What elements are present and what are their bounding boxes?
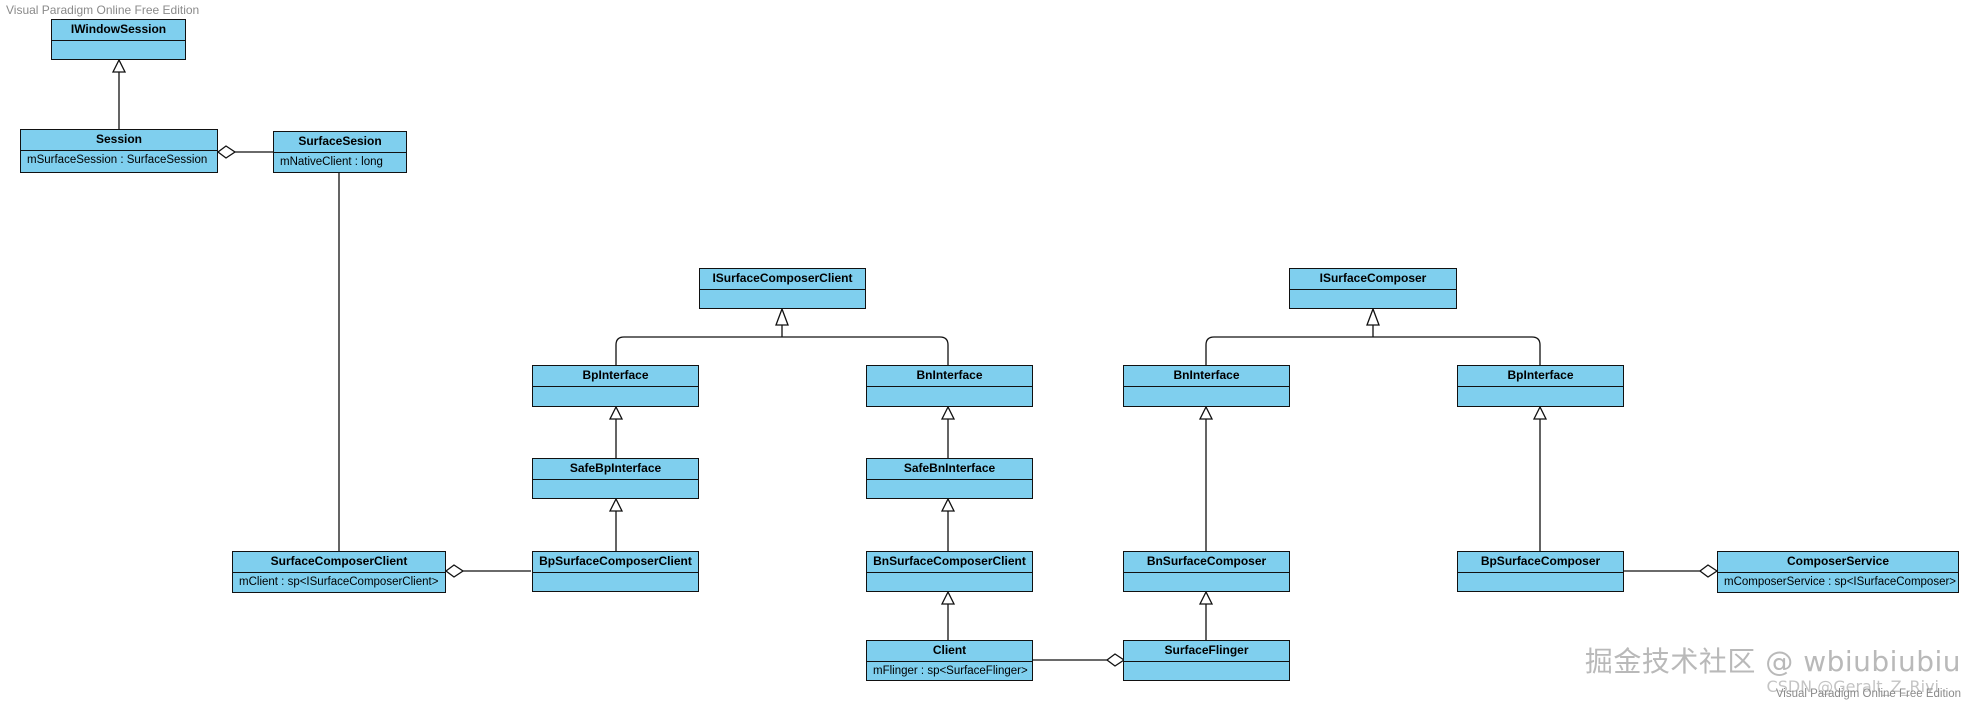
- class-bpinterface-left[interactable]: BpInterface: [532, 365, 699, 407]
- class-bpsurfacecomposer[interactable]: BpSurfaceComposer: [1457, 551, 1624, 592]
- arrowhead-bpinterface-right: [1532, 405, 1548, 420]
- edge-branch-right-1: [1205, 336, 1541, 365]
- class-session[interactable]: Session mSurfaceSession : SurfaceSession: [20, 129, 218, 173]
- class-attributes: [533, 387, 698, 406]
- class-surfacesesion[interactable]: SurfaceSesion mNativeClient : long: [273, 131, 407, 173]
- class-bnsurfacecomposerclient[interactable]: BnSurfaceComposerClient: [866, 551, 1033, 592]
- class-name: SurfaceSesion: [274, 132, 406, 153]
- class-attributes: [52, 41, 185, 60]
- arrowhead-bpinterface-left: [608, 405, 624, 420]
- class-attribute: mNativeClient : long: [280, 156, 383, 168]
- class-attributes: [1124, 387, 1289, 406]
- class-isurfacecomposerclient[interactable]: ISurfaceComposerClient: [699, 268, 866, 309]
- class-name: BnSurfaceComposerClient: [867, 552, 1032, 573]
- class-name: IWindowSession: [52, 20, 185, 41]
- class-bpsurfacecomposerclient[interactable]: BpSurfaceComposerClient: [532, 551, 699, 592]
- class-name: BpSurfaceComposer: [1458, 552, 1623, 573]
- class-attributes: [1124, 573, 1289, 592]
- class-name: ComposerService: [1718, 552, 1958, 573]
- class-name: BpInterface: [533, 366, 698, 387]
- class-name: BpInterface: [1458, 366, 1623, 387]
- class-attributes: [533, 480, 698, 499]
- class-iwindowsession[interactable]: IWindowSession: [51, 19, 186, 60]
- arrowhead-safebninterface: [940, 497, 956, 512]
- class-attributes: [1290, 290, 1456, 309]
- class-attributes: [1458, 573, 1623, 592]
- class-name: BnInterface: [867, 366, 1032, 387]
- arrowhead-isurfacecomposerclient: [775, 307, 789, 326]
- arrowhead-bnsurfacecomposer: [1198, 590, 1214, 605]
- class-name: BnInterface: [1124, 366, 1289, 387]
- diamond-session: [216, 145, 237, 159]
- class-composerservice[interactable]: ComposerService mComposerService : sp<IS…: [1717, 551, 1959, 593]
- class-name: SafeBpInterface: [533, 459, 698, 480]
- class-attributes: [867, 480, 1032, 499]
- class-bnsurfacecomposer[interactable]: BnSurfaceComposer: [1123, 551, 1290, 592]
- class-safebpinterface[interactable]: SafeBpInterface: [532, 458, 699, 499]
- arrowhead-iwindowsession: [111, 58, 127, 73]
- class-name: SafeBnInterface: [867, 459, 1032, 480]
- arrowhead-safebpinterface: [608, 497, 624, 512]
- watermark-bottom: Visual Paradigm Online Free Edition: [1775, 688, 1961, 700]
- class-name: BpSurfaceComposerClient: [533, 552, 698, 573]
- arrowhead-bninterface-right: [1198, 405, 1214, 420]
- diamond-surfaceflinger: [1105, 653, 1126, 667]
- class-attributes: [1124, 662, 1289, 681]
- arrowhead-isurfacecomposer: [1366, 307, 1380, 326]
- class-safebninterface[interactable]: SafeBnInterface: [866, 458, 1033, 499]
- class-bpinterface-right[interactable]: BpInterface: [1457, 365, 1624, 407]
- diamond-surfacecomposerclient: [444, 564, 465, 578]
- credit-watermark: 掘金技术社区 @ wbiubiubiu: [1584, 645, 1961, 678]
- class-attributes: [700, 290, 865, 309]
- class-name: BnSurfaceComposer: [1124, 552, 1289, 573]
- class-name: Session: [21, 130, 217, 151]
- class-name: Client: [867, 641, 1032, 662]
- class-name: SurfaceComposerClient: [233, 552, 445, 573]
- class-attributes: [533, 573, 698, 592]
- class-isurfacecomposer[interactable]: ISurfaceComposer: [1289, 268, 1457, 309]
- class-attributes: [1458, 387, 1623, 406]
- class-surfacecomposerclient[interactable]: SurfaceComposerClient mClient : sp<ISurf…: [232, 551, 446, 593]
- credit-watermark-sub: CSDN @Geralt_Z_Rivi: [1766, 677, 1939, 696]
- arrowhead-bnsurfacecomposerclient: [940, 590, 956, 605]
- diamond-composerservice: [1698, 564, 1719, 578]
- class-attributes: [867, 573, 1032, 592]
- class-surfaceflinger[interactable]: SurfaceFlinger: [1123, 640, 1290, 681]
- class-attribute: mFlinger : sp<SurfaceFlinger>: [873, 665, 1028, 677]
- class-bninterface-left[interactable]: BnInterface: [866, 365, 1033, 407]
- class-attribute: mClient : sp<ISurfaceComposerClient>: [239, 576, 439, 588]
- class-attribute: mSurfaceSession : SurfaceSession: [27, 154, 208, 166]
- watermark-top: Visual Paradigm Online Free Edition: [6, 3, 200, 17]
- edge-branch-left-1: [615, 336, 949, 365]
- class-name: ISurfaceComposerClient: [700, 269, 865, 290]
- class-name: SurfaceFlinger: [1124, 641, 1289, 662]
- class-attribute: mComposerService : sp<ISurfaceComposer>: [1724, 576, 1957, 588]
- arrowhead-bninterface-left: [940, 405, 956, 420]
- class-client[interactable]: Client mFlinger : sp<SurfaceFlinger>: [866, 640, 1033, 681]
- class-name: ISurfaceComposer: [1290, 269, 1456, 290]
- class-attributes: [867, 387, 1032, 406]
- class-bninterface-right[interactable]: BnInterface: [1123, 365, 1290, 407]
